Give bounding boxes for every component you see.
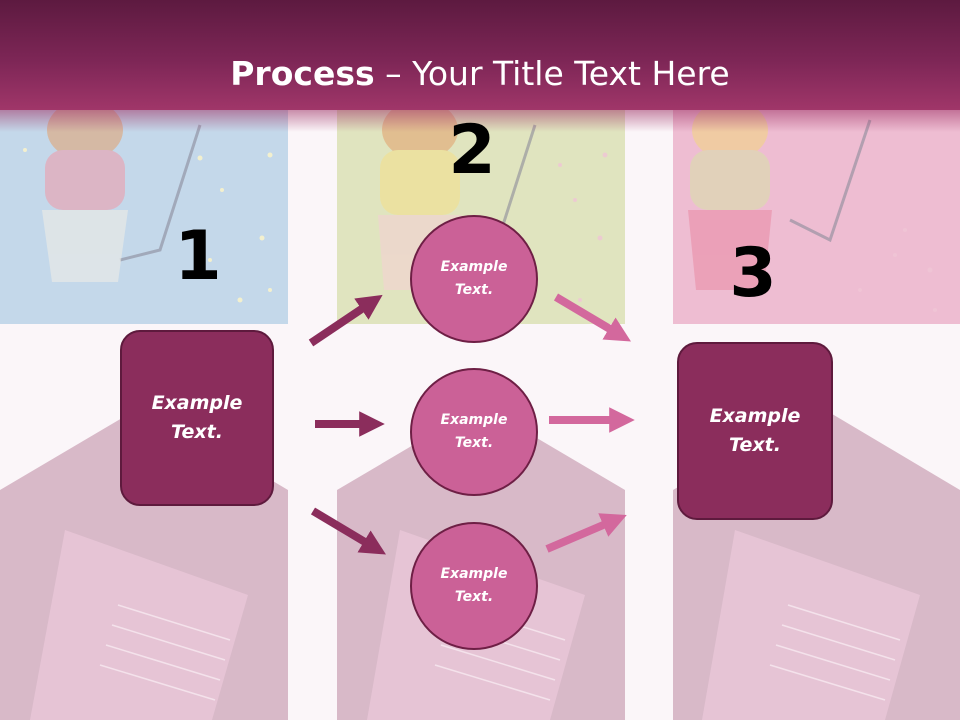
start-box[interactable]: Example Text. bbox=[120, 330, 274, 506]
title-rest: – Your Title Text Here bbox=[374, 54, 730, 93]
end-box-text: Example Text. bbox=[709, 405, 801, 456]
title-bar-fade bbox=[0, 110, 960, 132]
circle-bottom[interactable]: Example Text. bbox=[410, 522, 538, 650]
start-box-text: Example Text. bbox=[151, 392, 243, 443]
step-number-1: 1 bbox=[174, 217, 222, 296]
title-bar bbox=[0, 0, 960, 110]
end-box[interactable]: Example Text. bbox=[677, 342, 833, 520]
step-number-2: 2 bbox=[448, 111, 496, 190]
circle-top-text: Example Text. bbox=[440, 259, 508, 298]
circle-bottom-text: Example Text. bbox=[440, 566, 508, 605]
circle-top[interactable]: Example Text. bbox=[410, 215, 538, 343]
circle-middle-text: Example Text. bbox=[440, 412, 508, 451]
title-bold: Process bbox=[230, 54, 375, 93]
step-number-3: 3 bbox=[729, 234, 777, 313]
circle-middle[interactable]: Example Text. bbox=[410, 368, 538, 496]
slide-title: Process – Your Title Text Here bbox=[0, 52, 960, 96]
